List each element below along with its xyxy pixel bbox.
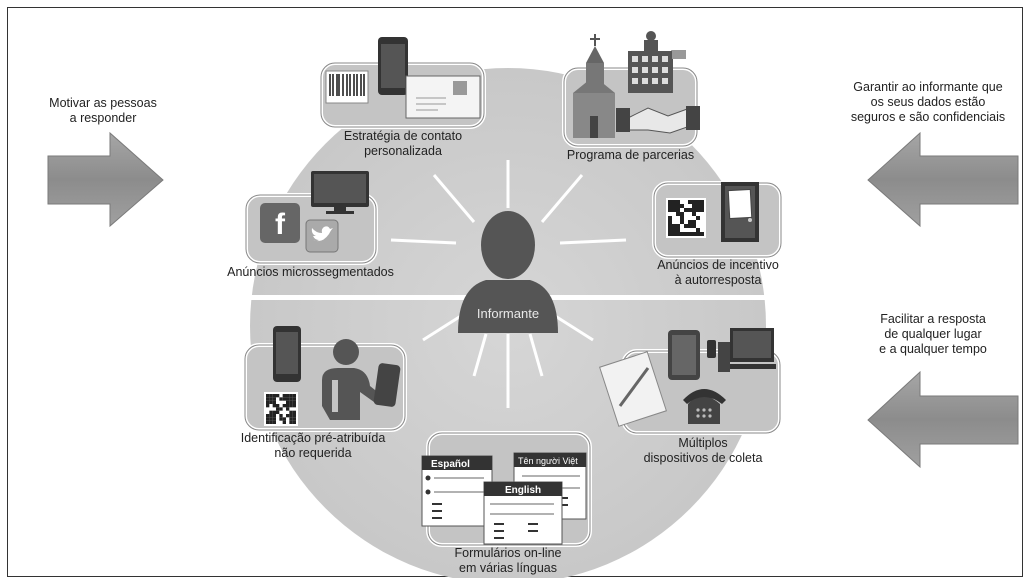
text-line: e a qualquer tempo — [879, 342, 987, 356]
label-line: Anúncios microssegmentados — [227, 265, 394, 279]
node-partnerships — [562, 31, 700, 148]
label-line: Programa de parcerias — [566, 148, 695, 162]
node-pre-id — [243, 326, 407, 432]
text-motivate: Motivar as pessoas a responder — [28, 96, 178, 126]
pen-icon — [618, 367, 650, 407]
label-line: Múltiplos — [678, 436, 728, 450]
diagram-frame: f — [7, 7, 1023, 584]
monitor-icon — [311, 171, 369, 214]
text-line: a responder — [69, 111, 137, 125]
center-label: Informante — [477, 306, 539, 321]
qr-code-icon — [264, 392, 298, 426]
label-online-forms: Formulários on-line em várias línguas — [413, 546, 603, 576]
arrow-right-icon — [47, 131, 164, 228]
label-line: Anúncios de incentivo — [657, 258, 779, 272]
diagram-canvas: f — [47, 31, 1019, 584]
phone-icon — [378, 37, 408, 95]
text-line: os seus dados estão — [870, 95, 986, 109]
label-line: em várias línguas — [459, 561, 557, 575]
tablet-icon — [373, 363, 401, 407]
barcode-icon — [325, 70, 369, 104]
node-incentive-ads — [652, 181, 783, 259]
desktop-computer-icon — [718, 328, 776, 372]
twitter-icon — [305, 219, 339, 253]
handshake-icon — [616, 106, 700, 134]
person-icon — [322, 339, 380, 420]
telephone-icon — [683, 389, 726, 424]
label-line: Identificação pré-atribuída — [240, 431, 386, 445]
envelope-icon — [405, 75, 481, 119]
label-line: à autorresposta — [674, 273, 762, 287]
facebook-icon: f — [260, 203, 300, 243]
label-line: dispositivos de coleta — [643, 451, 763, 465]
node-contact-strategy — [319, 37, 486, 129]
building-icon — [628, 31, 673, 93]
label-micro-ads: Anúncios microssegmentados — [203, 265, 418, 280]
label-line: personalizada — [364, 144, 442, 158]
text-line: Garantir ao informante que — [853, 80, 1003, 94]
form-tab-vietnamese: Tên người Việt — [518, 456, 578, 466]
door-icon — [721, 182, 759, 242]
person-icon — [458, 211, 558, 333]
label-contact-strategy: Estratégia de contato personalizada — [308, 129, 498, 159]
rays — [390, 160, 627, 408]
label-line: Estratégia de contato — [343, 129, 463, 143]
text-line: de qualquer lugar — [884, 327, 982, 341]
label-pre-id: Identificação pré-atribuída não requerid… — [213, 431, 413, 461]
church-icon — [573, 34, 615, 138]
text-facilitate: Facilitar a resposta de qualquer lugar e… — [858, 312, 1008, 357]
flag-icon — [671, 50, 686, 66]
arrow-left-icon — [867, 131, 1019, 228]
text-line: Facilitar a resposta — [880, 312, 986, 326]
label-multi-devices: Múltiplos dispositivos de coleta — [618, 436, 788, 466]
text-guarantee: Garantir ao informante que os seus dados… — [838, 80, 1018, 125]
arrow-left-icon — [867, 370, 1019, 469]
tablet-icon — [668, 330, 700, 380]
form-icon: English — [483, 481, 563, 545]
svg-text:f: f — [275, 208, 286, 241]
text-line: Motivar as pessoas — [49, 96, 157, 110]
label-partnerships: Programa de parcerias — [543, 148, 718, 163]
text-line: seguros e são confidenciais — [850, 110, 1006, 124]
label-line: Formulários on-line — [454, 546, 562, 560]
phone-icon — [707, 340, 716, 358]
qr-code-icon — [666, 198, 706, 238]
phone-icon — [273, 326, 301, 382]
node-micro-ads: f — [244, 171, 378, 265]
form-tab-spanish: Español — [431, 459, 470, 470]
node-online-forms: Español Tên người Việt English — [421, 431, 592, 547]
label-line: não requerida — [274, 446, 352, 460]
label-incentive-ads: Anúncios de incentivo à autorresposta — [628, 258, 808, 288]
form-tab-english: English — [505, 485, 541, 496]
node-multi-devices — [599, 328, 782, 435]
form-icon: Español — [421, 455, 493, 527]
